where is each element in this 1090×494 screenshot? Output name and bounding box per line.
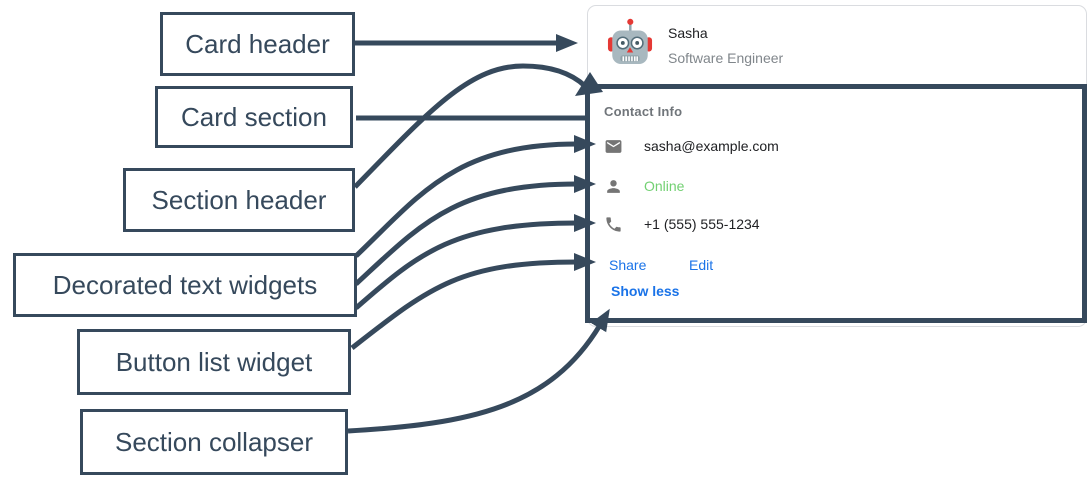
label-button-list-widget: Button list widget — [77, 329, 351, 395]
decorated-text-email: sasha@example.com — [644, 138, 779, 154]
label-text: Card section — [181, 102, 327, 132]
label-card-section: Card section — [155, 86, 353, 148]
arrow-decorated-email — [354, 135, 596, 258]
arrow-decorated-status — [354, 175, 596, 286]
label-text: Button list widget — [115, 347, 313, 377]
label-text: Decorated text widgets — [52, 270, 318, 300]
share-button[interactable]: Share — [609, 257, 647, 273]
label-section-collapser: Section collapser — [80, 409, 348, 475]
arrow-decorated-phone — [354, 214, 596, 310]
phone-icon — [604, 215, 623, 239]
card-header-subtitle: Software Engineer — [668, 50, 784, 66]
show-less-button[interactable]: Show less — [611, 283, 680, 299]
label-text: Section header — [151, 185, 327, 215]
contact-card: Sasha Software Engineer Contact Info sas… — [587, 5, 1087, 327]
label-decorated-text-widgets: Decorated text widgets — [13, 253, 357, 317]
label-text: Section collapser — [115, 427, 313, 457]
card-header-title: Sasha — [668, 25, 708, 41]
arrow-section-header — [353, 63, 587, 189]
label-text: Card header — [185, 29, 330, 59]
email-icon — [604, 137, 623, 161]
label-section-header: Section header — [123, 168, 355, 232]
section-header-title: Contact Info — [604, 104, 683, 119]
decorated-text-phone: +1 (555) 555-1234 — [644, 216, 760, 232]
edit-button[interactable]: Edit — [689, 257, 714, 273]
label-card-header: Card header — [160, 12, 355, 76]
person-icon — [604, 177, 623, 201]
decorated-text-status: Online — [644, 178, 685, 194]
arrow-button-list — [350, 253, 596, 350]
robot-avatar — [607, 15, 653, 69]
arrow-section-collapser — [347, 308, 610, 434]
